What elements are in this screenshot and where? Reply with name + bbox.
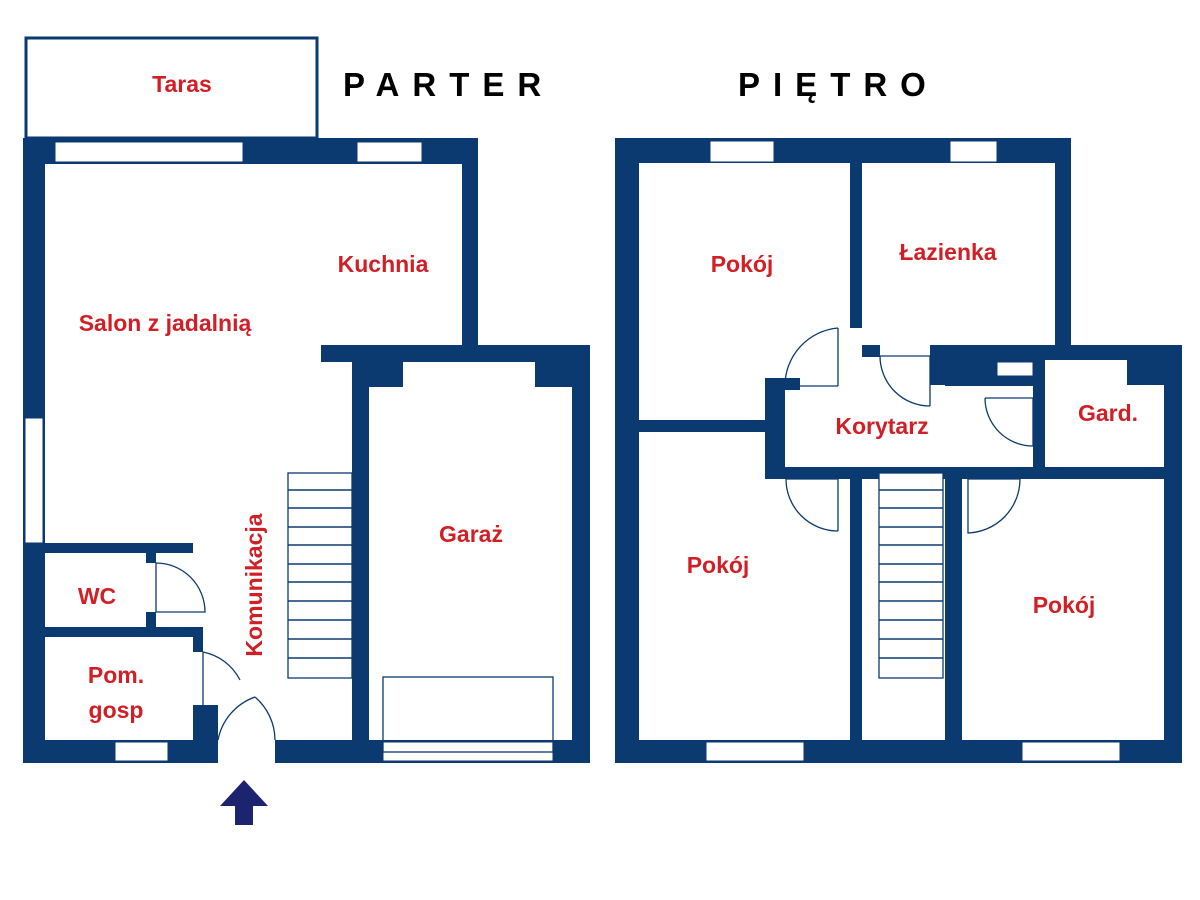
upper-top-wall (615, 138, 1071, 163)
upper-window-bottom-1 (705, 741, 805, 762)
bathroom-door (879, 355, 931, 407)
corridor-left-wall (765, 378, 785, 478)
ground-floor-title: PARTER (343, 66, 554, 103)
ground-floor-plan (23, 36, 590, 763)
wc-right-wall (146, 543, 156, 563)
wardrobe-vent (996, 361, 1034, 377)
utility-right-wall (193, 627, 203, 652)
label-kitchen: Kuchnia (338, 251, 429, 277)
room-bottom-left-door (785, 478, 839, 532)
ground-window-top-1 (54, 141, 244, 163)
label-living-room: Salon z jadalnią (79, 310, 252, 336)
ground-window-left (24, 417, 44, 544)
ground-window-top-2 (356, 141, 423, 163)
garage-door-panel (382, 676, 554, 753)
wardrobe-door (984, 397, 1034, 447)
upper-left-wall (615, 138, 639, 763)
corridor-stub (785, 378, 800, 390)
upper-stairs (878, 472, 944, 679)
wc-right-wall-lower (146, 612, 156, 637)
upper-center-wall-left (850, 467, 862, 763)
ground-stair-treads (288, 489, 352, 659)
garage-corner-left (352, 345, 403, 387)
upper-center-wall-right (945, 467, 962, 763)
wc-top-wall (23, 543, 193, 553)
label-terrace: Taras (152, 71, 212, 97)
label-garage: Garaż (439, 521, 503, 547)
garage-right-wall (572, 345, 590, 763)
entrance-arrow-icon (220, 780, 268, 825)
label-utility-line2: gosp (89, 697, 144, 723)
label-room-top-left: Pokój (711, 251, 774, 277)
room-top-left-door (784, 327, 839, 387)
garage-corner-right (535, 345, 590, 387)
label-bathroom: Łazienka (899, 239, 996, 265)
wardrobe-left-wall (1033, 358, 1045, 478)
entrance-door (217, 696, 276, 741)
label-corridor: Korytarz (835, 413, 928, 439)
upper-right-wall-top (1055, 138, 1071, 358)
utility-right-wall-lower (193, 705, 218, 763)
upper-window-top-2 (949, 140, 998, 163)
ground-stairs (287, 472, 353, 679)
entrance-opening (218, 740, 275, 763)
garage-left-wall (352, 345, 369, 763)
label-room-bottom-left: Pokój (687, 552, 750, 578)
bathroom-bottom-wall (862, 345, 880, 357)
bathroom-left-wall (850, 138, 862, 328)
label-utility-line1: Pom. (88, 662, 144, 688)
label-wc: WC (78, 583, 116, 609)
room-right-door (967, 478, 1021, 534)
upper-window-top-1 (709, 140, 775, 163)
upper-stair-treads (879, 489, 943, 659)
upper-floor-plan (615, 138, 1182, 763)
ground-right-wall-upper (462, 138, 478, 348)
utility-top-wall (23, 627, 203, 637)
utility-door (202, 651, 241, 705)
label-wardrobe: Gard. (1078, 400, 1138, 426)
bathroom-right-post (930, 345, 945, 385)
upper-right-wall (1164, 345, 1182, 763)
label-room-right: Pokój (1033, 592, 1096, 618)
wardrobe-bottom-wall (1033, 467, 1182, 479)
room-divider-horizontal (615, 420, 767, 432)
upper-right-corner (1127, 345, 1182, 385)
label-circulation: Komunikacja (241, 513, 267, 656)
upper-window-bottom-2 (1021, 741, 1121, 762)
upper-right-top-wall (930, 345, 1182, 360)
upper-floor-title: PIĘTRO (738, 66, 939, 103)
ground-window-bottom (114, 741, 169, 762)
wc-door (155, 562, 206, 613)
